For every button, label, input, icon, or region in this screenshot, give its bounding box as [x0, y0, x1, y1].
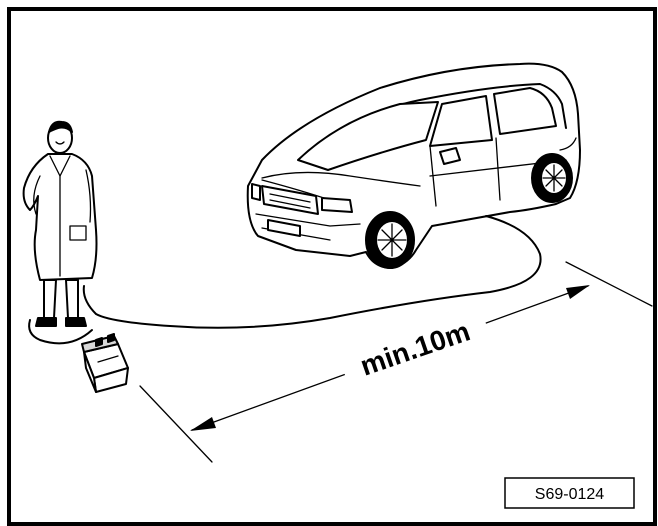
- battery-charger-icon: [82, 334, 128, 392]
- technician-icon: [24, 122, 97, 326]
- distance-label: min.10m: [356, 315, 474, 381]
- reference-code: S69-0124: [535, 486, 604, 503]
- hatchback-car-icon: [248, 64, 580, 268]
